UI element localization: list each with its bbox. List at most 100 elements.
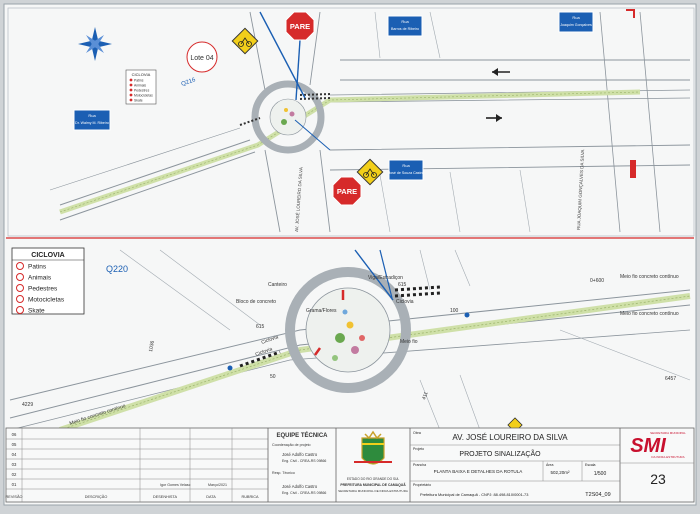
smi-logo-text: SMI	[630, 435, 666, 457]
org-line: PREFEITURA MUNICIPAL DE CAMAQUÃ	[340, 482, 406, 487]
title-block: 06 05 04 03 02 01 Igor Gomes Velasc Març…	[6, 427, 695, 503]
label-ciclovia: Ciclovia	[396, 299, 414, 305]
small-legend-title: CICLOVIA	[132, 72, 151, 77]
smi-logo-caption: SECRETARIA MUNICIPAL	[650, 431, 686, 435]
drawing-code: T2S04_09	[585, 492, 610, 498]
small-legend: CICLOVIA Patins Animais Pedestres Motoci…	[125, 69, 157, 105]
paper	[3, 3, 697, 506]
municipal-coat-of-arms-icon	[354, 430, 392, 465]
arrow-left-icon	[492, 68, 510, 76]
label-meio-fio-top: Meio fio concreto contínuo	[620, 274, 679, 280]
bottom-q-label: Q220	[106, 264, 128, 274]
bottom-plan: CICLOVIA Patins Animais Pedestres Motoci…	[9, 247, 691, 433]
lote-label: Lote 04	[190, 55, 213, 62]
dim-411: 411	[421, 391, 429, 401]
small-legend-item: Patins	[134, 79, 144, 83]
top-roundabout	[251, 80, 325, 154]
projeto-label: Projeto	[413, 447, 424, 451]
revision-number: 04	[12, 452, 17, 457]
ciclovia-legend: CICLOVIA Patins Animais Pedestres Motoci…	[11, 247, 85, 315]
label-grama: Grama/Flores	[306, 308, 337, 314]
arrow-right-icon	[486, 114, 502, 122]
legend-item: Motocicletas	[28, 297, 65, 304]
compass-rose-icon	[78, 27, 112, 61]
label-meio-fio-mid: Meio fio concreto contínuo	[620, 311, 679, 317]
obra-title: AV. JOSÉ LOUREIRO DA SILVA	[452, 433, 568, 442]
area-label: Área	[546, 463, 553, 467]
dim-4229: 4229	[22, 402, 33, 408]
small-legend-item: Skate	[134, 99, 143, 103]
bicycle-warning-sign-icon	[356, 158, 384, 186]
stop-sign-icon: PARE	[285, 11, 315, 41]
revision-number: 02	[12, 472, 17, 477]
vertical-street-name: AV. JOSÉ LOUREIRO DA SILVA	[293, 167, 304, 232]
proprietario-value: Prefeitura Municipal de Camaquã - CNPJ: …	[420, 492, 528, 497]
sheet-number: 23	[650, 471, 666, 487]
street-sign: Rua Barros de Ribeiro	[387, 15, 423, 37]
drawn-by: Igor Gomes Velasc	[160, 483, 191, 487]
obra-label: Obra	[413, 431, 421, 435]
org-line: SECRETARIA MUNICIPAL DE INFRA-ESTRUTURA	[338, 489, 408, 493]
street-sign-name: Joaquim Gonçalves	[560, 23, 592, 27]
revision-table: 06 05 04 03 02 01 Igor Gomes Velasc Març…	[6, 428, 269, 502]
project-info: Obra AV. JOSÉ LOUREIRO DA SILVA Projeto …	[410, 428, 621, 502]
label-bloco: Bloco de concreto	[236, 299, 276, 305]
proprietario-label: Proprietário	[413, 483, 431, 487]
legend-item: Pedestres	[28, 286, 58, 293]
engineer-reg: Eng. Civil - CREA-RS 09866	[282, 491, 326, 495]
escala-value: 1/500	[594, 471, 607, 477]
stop-sign-icon: PARE	[332, 176, 362, 206]
label-ciclovia: Ciclovia	[261, 334, 280, 346]
small-legend-item: Motocicletas	[134, 94, 153, 98]
revision-number: 05	[12, 442, 17, 447]
label-meio-fio: Meio fio	[400, 339, 418, 345]
legend-title: CICLOVIA	[31, 252, 64, 259]
smi-logo: SMI SECRETARIA MUNICIPAL DA INFRA-ESTRUT…	[630, 431, 686, 459]
col-revisao: REVISÃO	[6, 494, 23, 499]
street-sign-kind: Rua	[401, 19, 409, 24]
dim-615: 615	[256, 324, 265, 330]
dim-50: 50	[270, 374, 276, 380]
street-sign-kind: Rua	[572, 15, 580, 20]
prancha-label: Prancha	[413, 463, 426, 467]
coordination-label: Coordenação de projeto	[272, 443, 311, 447]
street-sign-kind: Rua	[88, 113, 96, 118]
bottom-roundabout	[285, 267, 411, 393]
top-plan: Lote 04 Q216 PARE PARE Rua Dr. Walmy M. …	[7, 7, 695, 237]
prancha-title: PLANTA BAIXA E DETALHES DA ROTULA	[434, 469, 524, 474]
revision-number: 03	[12, 462, 17, 467]
street-sign: Rua Dr. Walmy M. Ribeiro	[73, 109, 111, 131]
col-rubrica: RUBRICA	[241, 495, 259, 499]
projeto-title: PROJETO SINALIZAÇÃO	[459, 449, 541, 458]
dim-615: 615	[398, 282, 407, 288]
legend-item: Patins	[28, 264, 47, 271]
revision-number: 01	[12, 482, 17, 487]
technical-team: EQUIPE TÉCNICA Coordenação de projeto Jo…	[272, 428, 337, 502]
bicycle-warning-sign-icon	[231, 27, 259, 55]
street-sign-name: Barros de Ribeiro	[391, 27, 419, 31]
small-legend-item: Pedestres	[134, 89, 150, 93]
drawn-date: Março/2021	[208, 483, 227, 487]
col-descricao: DESCRIÇÃO	[85, 494, 108, 499]
vertical-street-name: RUA JOAQUIM GONÇALVES DA SILVA	[576, 149, 585, 230]
street-sign-name: Dr. Walmy M. Ribeiro	[75, 121, 109, 125]
street-sign-name: José de Souza Castro	[388, 171, 423, 175]
label-viga: Viga/Estradiçon	[368, 275, 403, 281]
stop-sign-text: PARE	[337, 187, 357, 196]
label-ciclovia: Ciclovia	[255, 346, 274, 358]
org-line: ESTADO DO RIO GRANDE DO SUL	[347, 477, 400, 481]
street-sign: Rua Joaquim Gonçalves	[558, 11, 594, 33]
revision-number: 06	[12, 432, 17, 437]
technician-label: Resp. Técnico	[272, 471, 295, 475]
area-value: 502,20m²	[550, 470, 570, 475]
street-sign: Rua José de Souza Castro	[388, 159, 424, 181]
small-legend-item: Animais	[134, 84, 146, 88]
col-data: DATA	[206, 495, 216, 499]
escala-label: Escala	[585, 463, 596, 467]
engineer-name: José Adolfo Castro	[282, 484, 318, 489]
dim-1036: 1036	[148, 340, 156, 352]
dim-600: 0+600	[590, 278, 604, 284]
engineer-reg: Eng. Civil - CREA-RS 09866	[282, 459, 326, 463]
